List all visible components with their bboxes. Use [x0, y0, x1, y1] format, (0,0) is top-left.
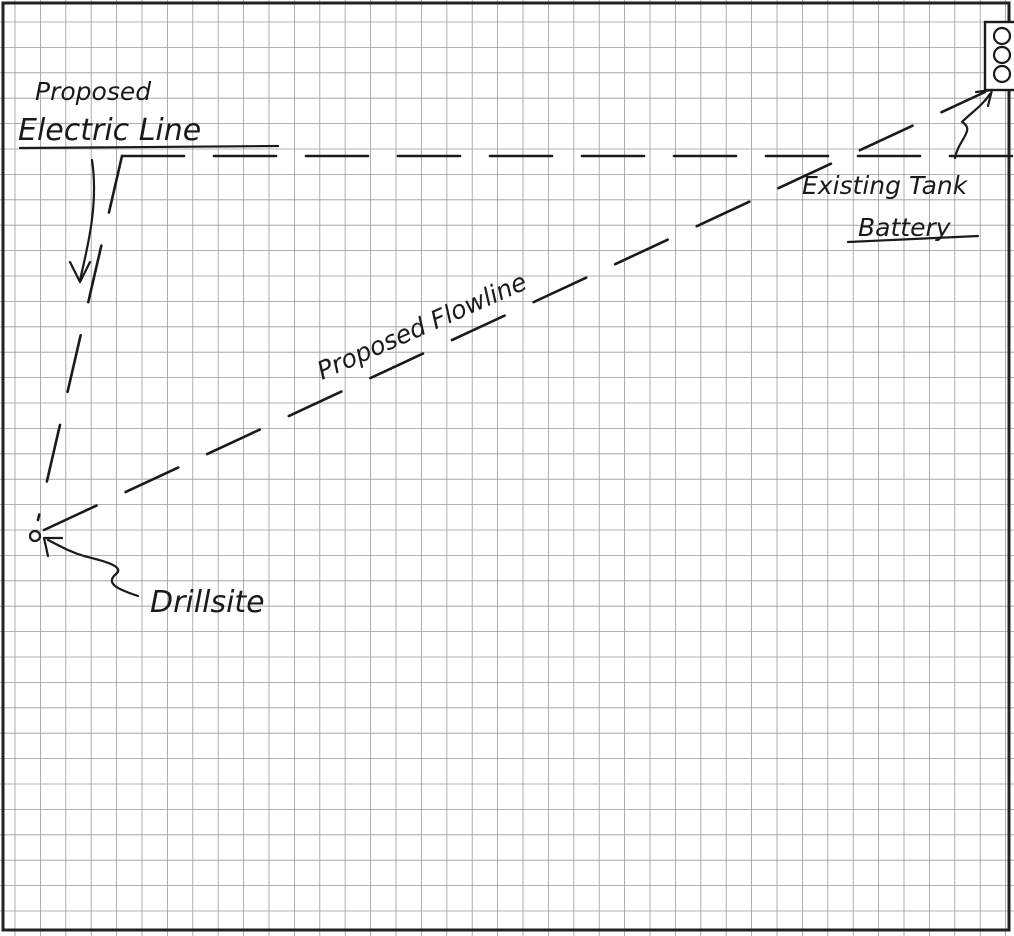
tank-battery-arrow [953, 88, 994, 160]
flowline-diagonal [42, 90, 987, 532]
electric-line-label-underline [18, 144, 280, 150]
tank-label-line1: Existing Tank [802, 171, 969, 200]
electric-line-label-line1: Proposed [35, 77, 151, 106]
electric-line-vertical [36, 154, 124, 522]
electric-line-label-line2: Electric Line [18, 113, 201, 148]
drillsite-wellhead-icon [28, 529, 42, 543]
tank-label-underline [846, 234, 980, 244]
tank-battery-icon [983, 20, 1014, 92]
electric-line-arrow [68, 158, 96, 284]
drillsite-arrow [42, 536, 140, 598]
drillsite-label: Drillsite [150, 585, 265, 620]
